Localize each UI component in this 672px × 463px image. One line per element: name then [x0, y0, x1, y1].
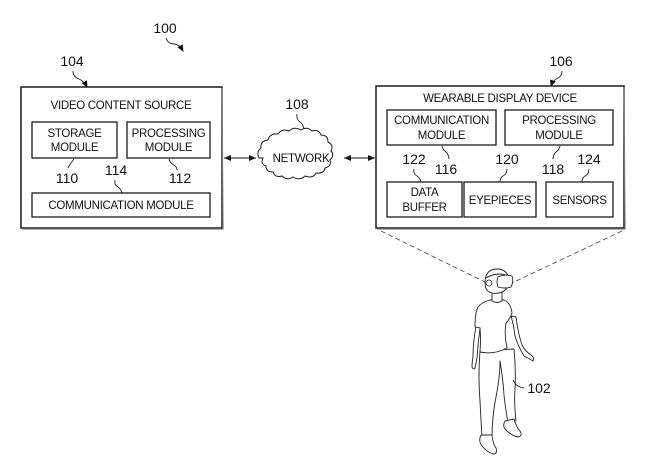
ref-112: 112 — [169, 170, 192, 186]
view-line-left — [380, 230, 486, 283]
sensors-box — [545, 181, 614, 218]
system-reference: 100 — [153, 20, 184, 52]
storage-module-label-2: MODULE — [51, 142, 99, 154]
ref-102: 102 — [527, 380, 551, 396]
ref-106-arrow — [550, 70, 563, 87]
ref-106: 106 — [549, 53, 573, 69]
ref-120: 120 — [495, 151, 519, 167]
wearable-display-device: 106 WEARABLE DISPLAY DEVICE COMMUNICATIO… — [375, 53, 626, 230]
data-buffer-box — [386, 181, 463, 218]
video-content-source: 104 VIDEO CONTENT SOURCE STORAGE MODULE … — [20, 53, 224, 230]
device-processing-module-box — [504, 109, 614, 146]
headset-icon — [496, 274, 514, 289]
data-buffer: 122 DATA BUFFER — [386, 151, 463, 218]
source-processing-module-label-1: PROCESSING — [132, 128, 206, 140]
device-communication-module-label-2: MODULE — [418, 130, 466, 142]
storage-module-label-1: STORAGE — [48, 128, 103, 140]
storage-module-box — [31, 121, 118, 159]
device-communication-module-label-1: COMMUNICATION — [394, 115, 489, 127]
view-line-right — [511, 230, 623, 284]
video-content-source-title: VIDEO CONTENT SOURCE — [51, 100, 192, 112]
data-buffer-label-1: DATA — [411, 187, 439, 199]
ref-116: 116 — [435, 161, 458, 177]
eyepieces: 120 EYEPIECES — [463, 151, 537, 218]
ref-104: 104 — [60, 53, 84, 69]
network: 108 NETWORK — [224, 96, 375, 180]
user-shoe-right — [503, 418, 522, 438]
device-processing-module-label-2: MODULE — [535, 130, 583, 142]
sensors-label: SENSORS — [552, 195, 607, 207]
ref-110: 110 — [56, 170, 79, 186]
data-buffer-label-2: BUFFER — [402, 202, 446, 214]
source-processing-module-label-2: MODULE — [145, 142, 193, 154]
ref-114: 114 — [105, 162, 128, 178]
user-legs — [478, 348, 517, 438]
device-communication-module: COMMUNICATION MODULE 116 — [386, 109, 497, 177]
device-processing-module-label-1: PROCESSING — [522, 115, 596, 127]
sensors: 124 SENSORS — [545, 151, 614, 218]
user-neck — [491, 291, 503, 303]
device-communication-module-box — [386, 109, 497, 146]
user-arm-right — [510, 315, 535, 362]
ref-124: 124 — [577, 151, 601, 167]
source-communication-module: 114 COMMUNICATION MODULE — [31, 162, 211, 218]
ref-118: 118 — [542, 161, 565, 177]
eyepieces-box — [463, 181, 537, 218]
source-communication-module-box — [31, 192, 211, 218]
ref-104-arrow — [72, 70, 88, 88]
ref-100: 100 — [153, 20, 177, 36]
ref-122: 122 — [402, 151, 426, 167]
network-cloud — [257, 127, 334, 180]
source-processing-module: PROCESSING MODULE 112 — [126, 121, 211, 186]
user-figure: 102 — [471, 268, 551, 455]
user-shirt — [474, 299, 513, 354]
wearable-display-device-title: WEARABLE DISPLAY DEVICE — [423, 93, 577, 105]
source-processing-module-box — [126, 121, 211, 159]
source-communication-module-label: COMMUNICATION MODULE — [48, 200, 194, 212]
user-shoe-left — [479, 434, 498, 455]
storage-module: STORAGE MODULE 110 — [31, 121, 118, 186]
ref-108: 108 — [285, 96, 309, 112]
ref-100-arrow — [165, 37, 184, 52]
device-processing-module: PROCESSING MODULE 118 — [504, 109, 614, 177]
eyepieces-label: EYEPIECES — [469, 195, 532, 207]
user-arm-left — [471, 326, 481, 370]
network-label: NETWORK — [273, 153, 330, 165]
